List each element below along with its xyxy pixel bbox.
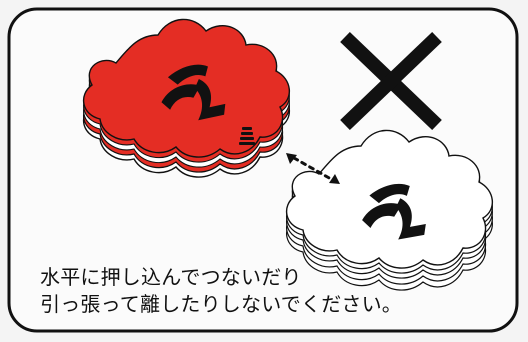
red-puzzle-piece <box>82 18 291 178</box>
instruction-panel <box>7 7 519 333</box>
caption-line-2: 引っ張って離したりしないでください。 <box>40 292 402 316</box>
caption-line-1: 水平に押し込んでつないだり <box>40 265 302 289</box>
x-mark-icon <box>340 31 442 131</box>
double-arrow-icon <box>286 153 340 184</box>
instruction-caption: 水平に押し込んでつないだり 引っ張って離したりしないでください。 <box>40 264 460 318</box>
connector-slot-icon <box>239 127 255 145</box>
